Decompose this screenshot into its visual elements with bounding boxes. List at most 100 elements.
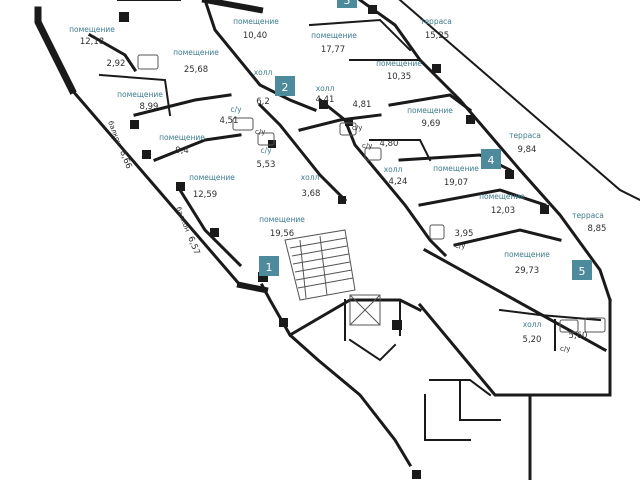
room-label: помещение 12,03 — [479, 192, 525, 216]
svg-text:25,68: 25,68 — [184, 65, 208, 75]
svg-text:балкон: балкон — [174, 206, 191, 233]
svg-text:5,20: 5,20 — [523, 335, 542, 345]
room-labels: помещение 12,18 2,92 помещение 25,68 помещ… — [69, 17, 606, 345]
svg-text:терраса: терраса — [509, 131, 541, 140]
unit-badges: 1 2 3 4 5 — [259, 0, 592, 280]
svg-text:4,51: 4,51 — [220, 116, 239, 126]
svg-text:терраса: терраса — [572, 211, 604, 220]
svg-text:с/у: с/у — [362, 142, 372, 150]
svg-text:19,56: 19,56 — [270, 229, 294, 239]
svg-text:5,60: 5,60 — [569, 331, 588, 341]
svg-text:9,84: 9,84 — [518, 145, 537, 155]
stairwell — [284, 229, 356, 301]
room-label: помещение 25,68 — [173, 48, 219, 75]
svg-text:10,40: 10,40 — [243, 31, 267, 41]
room-label: 3,95 — [455, 229, 474, 239]
svg-text:помещение: помещение — [159, 133, 205, 142]
room-label: терраса 8,85 — [572, 211, 606, 234]
interior-walls — [87, 0, 602, 441]
svg-text:8,85: 8,85 — [588, 224, 607, 234]
svg-text:с/у: с/у — [260, 146, 272, 155]
svg-text:с/у: с/у — [455, 242, 465, 250]
svg-text:12,03: 12,03 — [491, 206, 515, 216]
svg-text:с/у: с/у — [560, 345, 570, 353]
svg-text:1: 1 — [266, 261, 273, 274]
svg-text:с/у: с/у — [255, 128, 265, 136]
svg-text:помещение: помещение — [433, 164, 479, 173]
room-label: 5,60 — [569, 331, 588, 341]
svg-text:3,95: 3,95 — [455, 229, 474, 239]
room-label: терраса 9,84 — [509, 131, 541, 155]
svg-text:помещение: помещение — [69, 25, 115, 34]
svg-text:4,80: 4,80 — [380, 139, 399, 149]
elevator — [349, 294, 381, 326]
unit-badge-1: 1 — [259, 256, 279, 276]
svg-text:помещение: помещение — [504, 250, 550, 259]
room-label: холл 5,20 — [523, 320, 542, 345]
svg-text:17,77: 17,77 — [321, 45, 345, 55]
svg-text:помещение: помещение — [259, 215, 305, 224]
room-label: помещение 9,69 — [407, 106, 453, 129]
svg-text:помещение: помещение — [479, 192, 525, 201]
svg-text:5,53: 5,53 — [257, 160, 276, 170]
outer-walls — [34, 0, 640, 480]
svg-text:помещение: помещение — [233, 17, 279, 26]
unit-badge-4: 4 — [481, 149, 501, 169]
columns — [119, 5, 549, 479]
unit-badge-2: 2 — [275, 76, 295, 96]
svg-text:9,69: 9,69 — [422, 119, 441, 129]
svg-text:6,2: 6,2 — [256, 97, 270, 107]
room-label: с/у 4,51 — [220, 105, 243, 126]
svg-text:29,73: 29,73 — [515, 266, 539, 276]
svg-text:4,81: 4,81 — [353, 100, 372, 110]
svg-text:помещение: помещение — [376, 59, 422, 68]
room-label: помещение 8,99 — [117, 90, 163, 112]
balcony-label: балкон 8,66 — [106, 120, 133, 171]
room-label: с/у 5,53 — [257, 146, 276, 170]
room-label: 4,80 — [380, 139, 399, 149]
unit-badge-5: 5 — [572, 260, 592, 280]
svg-text:холл: холл — [254, 68, 273, 77]
svg-text:10,35: 10,35 — [387, 72, 411, 82]
svg-text:2,92: 2,92 — [107, 59, 126, 69]
svg-text:12,18: 12,18 — [80, 37, 104, 47]
room-label: помещение 9,4 — [159, 133, 205, 156]
room-label: терраса 15,25 — [420, 17, 452, 41]
room-label: помещение 12,18 — [69, 25, 115, 47]
svg-text:5: 5 — [579, 265, 586, 278]
svg-text:помещение: помещение — [173, 48, 219, 57]
svg-text:4,24: 4,24 — [389, 177, 408, 187]
room-label: помещение 19,07 — [433, 164, 479, 188]
svg-text:4: 4 — [488, 154, 495, 167]
svg-text:3: 3 — [344, 0, 351, 7]
svg-text:9,4: 9,4 — [175, 146, 189, 156]
svg-text:3,68: 3,68 — [302, 189, 321, 199]
room-label: помещение 17,77 — [311, 31, 357, 55]
room-label: помещение 19,56 — [259, 215, 305, 239]
svg-text:холл: холл — [316, 84, 335, 93]
svg-text:19,07: 19,07 — [444, 178, 468, 188]
svg-text:2: 2 — [282, 81, 289, 94]
room-label: холл 4,41 — [316, 84, 335, 105]
balcony-label: балкон 6,57 — [174, 206, 201, 257]
room-label: 4,81 — [353, 100, 372, 110]
svg-text:8,99: 8,99 — [140, 102, 159, 112]
svg-text:12,59: 12,59 — [193, 190, 217, 200]
fixtures — [137, 54, 606, 333]
room-label: помещение 10,35 — [376, 59, 422, 82]
room-label: холл 6,2 — [254, 68, 273, 107]
svg-text:15,25: 15,25 — [425, 31, 449, 41]
svg-text:помещение: помещение — [311, 31, 357, 40]
room-label: 2,92 — [107, 59, 126, 69]
svg-text:помещение: помещение — [117, 90, 163, 99]
svg-text:с/у: с/у — [230, 105, 242, 114]
svg-text:помещение: помещение — [407, 106, 453, 115]
svg-text:холл: холл — [523, 320, 542, 329]
room-label: помещение 29,73 — [504, 250, 550, 276]
svg-text:8,66: 8,66 — [117, 149, 133, 170]
svg-text:4,41: 4,41 — [316, 95, 335, 105]
svg-text:терраса: терраса — [420, 17, 452, 26]
svg-text:холл: холл — [301, 173, 320, 182]
